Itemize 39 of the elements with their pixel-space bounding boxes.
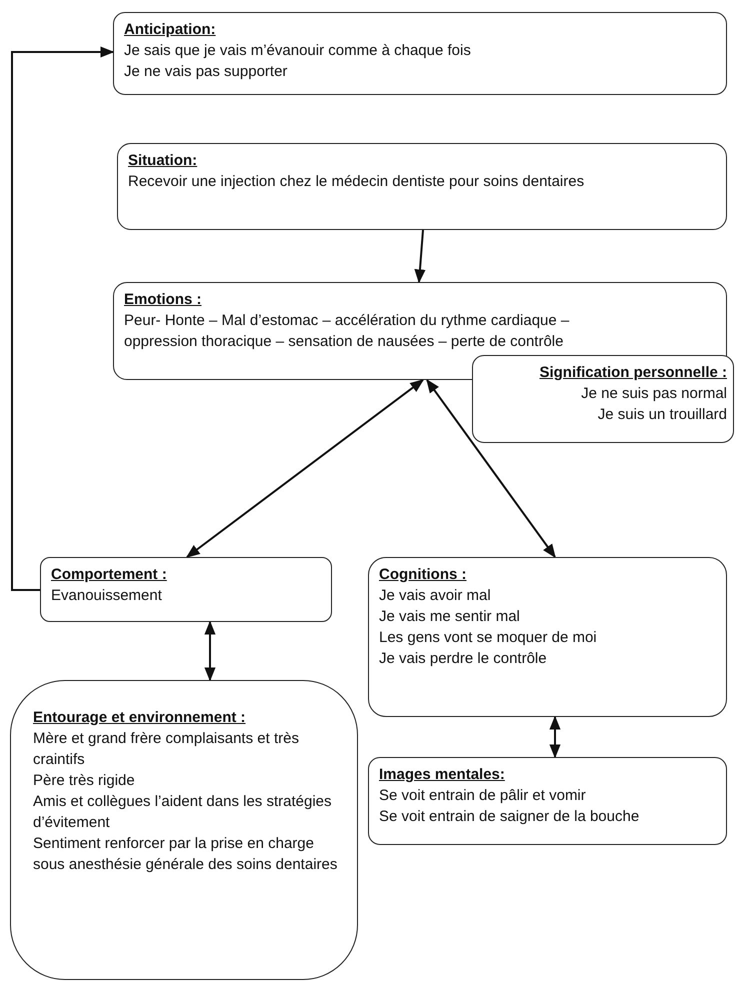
box-text: Recevoir une injection chez le médecin dentiste pour soins dentaires bbox=[128, 172, 586, 192]
box-heading: Cognitions : bbox=[379, 565, 468, 585]
box-text: Je vais perdre le contrôle bbox=[379, 649, 548, 669]
arrow bbox=[426, 378, 556, 558]
arrow bbox=[414, 230, 426, 284]
arrow bbox=[549, 716, 561, 758]
box-text: Je sais que je vais m’évanouir comme à chaque fois bbox=[124, 41, 472, 61]
process-box bbox=[10, 680, 358, 980]
box-heading: Signification personnelle : bbox=[538, 363, 727, 383]
box-text: Les gens vont se moquer de moi bbox=[379, 628, 598, 648]
box-text: Se voit entrain de pâlir et vomir bbox=[379, 786, 587, 806]
process-box bbox=[117, 143, 727, 230]
box-text: Sentiment renforcer par la prise en charge sous anesthésie générale des soins dentaires bbox=[33, 834, 338, 875]
process-box bbox=[472, 355, 734, 443]
box-heading: Images mentales: bbox=[379, 765, 506, 785]
box-heading: Situation: bbox=[128, 151, 198, 171]
box-text: Mère et grand frère complaisants et très craintifs bbox=[33, 729, 300, 770]
box-text: Evanouissement bbox=[51, 586, 163, 606]
box-text: Je suis un trouillard bbox=[596, 405, 727, 425]
process-box bbox=[368, 557, 727, 717]
arrow bbox=[186, 379, 424, 558]
box-heading: Entourage et environnement : bbox=[33, 708, 247, 728]
arrow bbox=[11, 46, 114, 591]
process-box bbox=[113, 282, 727, 380]
box-text: Je ne suis pas normal bbox=[580, 384, 727, 404]
box-text: Je vais me sentir mal bbox=[379, 607, 521, 627]
process-box bbox=[113, 12, 727, 95]
box-text: Père très rigide bbox=[33, 771, 136, 791]
process-box bbox=[368, 757, 727, 845]
box-heading: Comportement : bbox=[51, 565, 168, 585]
process-box bbox=[40, 557, 332, 622]
box-text: Peur- Honte – Mal d’estomac – accélération du rythme cardiaque – oppression thoracique – sensation de nausées – perte de contrôle bbox=[124, 311, 570, 352]
arrow bbox=[204, 620, 216, 682]
box-text: Je vais avoir mal bbox=[379, 586, 492, 606]
box-text: Amis et collègues l’aident dans les stratégies d’évitement bbox=[33, 792, 332, 833]
box-text: Se voit entrain de saigner de la bouche bbox=[379, 807, 640, 827]
box-text: Je ne vais pas supporter bbox=[124, 62, 288, 82]
box-heading: Anticipation: bbox=[124, 20, 217, 40]
box-heading: Emotions : bbox=[124, 290, 202, 310]
